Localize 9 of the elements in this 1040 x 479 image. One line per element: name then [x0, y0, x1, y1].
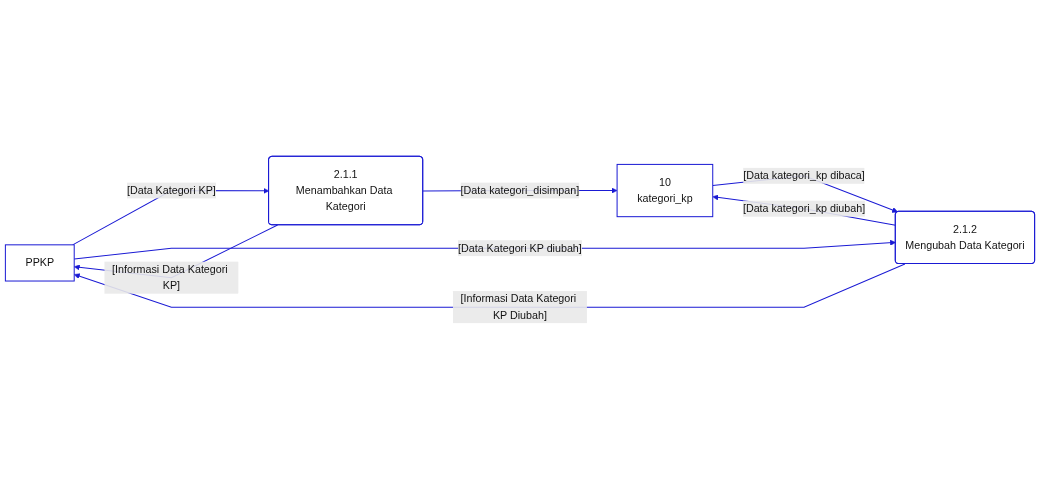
node-box: PPKP: [4, 244, 75, 282]
edge-label: [Informasi Data Kategori KP Diubah]: [460, 292, 577, 321]
edge-label: [Data Kategori KP diubah]: [458, 241, 582, 254]
edge-label: [Data kategori_disimpan]: [460, 184, 580, 196]
edge-label: [Data kategori_kp diubah]: [742, 202, 866, 214]
node-box: 10 kategori_kp: [616, 163, 714, 217]
edge-label: [Data Kategori KP]: [126, 184, 216, 196]
edge-label: [Data kategori_kp dibaca]: [743, 169, 865, 181]
edge-label: [Informasi Data Kategori KP]: [112, 263, 228, 291]
